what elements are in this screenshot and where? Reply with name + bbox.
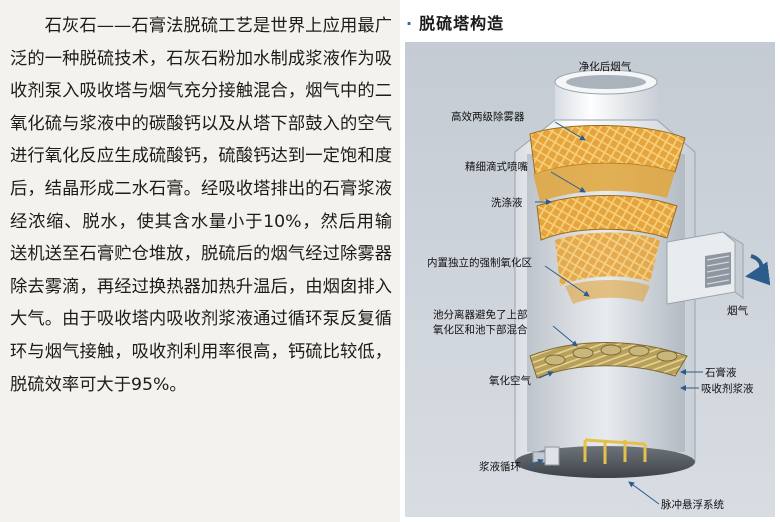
label-slurry-circulation: 浆液循环 <box>479 460 521 473</box>
section-title-text: 脱硫塔构造 <box>419 14 505 33</box>
label-gypsum-slurry: 石膏液 <box>705 366 737 379</box>
demister-packing <box>529 124 686 202</box>
tower-bottom <box>515 438 695 478</box>
bullet-dot: · <box>406 14 414 33</box>
label-absorbent-slurry: 吸收剂浆液 <box>701 382 754 395</box>
label-pulse-suspension: 脉冲悬浮系统 <box>661 498 724 511</box>
section-heading: · 脱硫塔构造 <box>406 10 504 34</box>
label-separator-line2: 氧化区和池下部混合 <box>433 323 528 336</box>
label-spray-nozzle: 精细滴式喷嘴 <box>465 160 528 173</box>
tower-diagram: 净化后烟气 高效两级除雾器 精细滴式喷嘴 洗涤液 内置独立的强制氧化区 池分离器… <box>405 42 775 517</box>
callouts: 净化后烟气 高效两级除雾器 精细滴式喷嘴 洗涤液 内置独立的强制氧化区 池分离器… <box>427 60 754 511</box>
label-oxidation-zone: 内置独立的强制氧化区 <box>427 256 532 269</box>
spray-headers <box>536 195 678 304</box>
label-demister: 高效两级除雾器 <box>451 110 525 123</box>
label-oxidation-air: 氧化空气 <box>489 374 531 387</box>
description-paragraph: 石灰石——石膏法脱硫工艺是世界上应用最广泛的一种脱硫技术，石灰石粉加水制成浆液作… <box>10 16 392 395</box>
left-text-panel: 石灰石——石膏法脱硫工艺是世界上应用最广泛的一种脱硫技术，石灰石粉加水制成浆液作… <box>0 0 400 522</box>
label-clean-gas: 净化后烟气 <box>579 60 632 73</box>
flue-gas-inlet <box>666 231 771 305</box>
label-separator-line1: 池分离器避免了上部 <box>433 308 528 321</box>
label-wash-liquid: 洗涤液 <box>491 196 523 209</box>
oxidation-air-pipes <box>529 342 688 379</box>
label-flue-gas: 烟气 <box>727 304 748 317</box>
